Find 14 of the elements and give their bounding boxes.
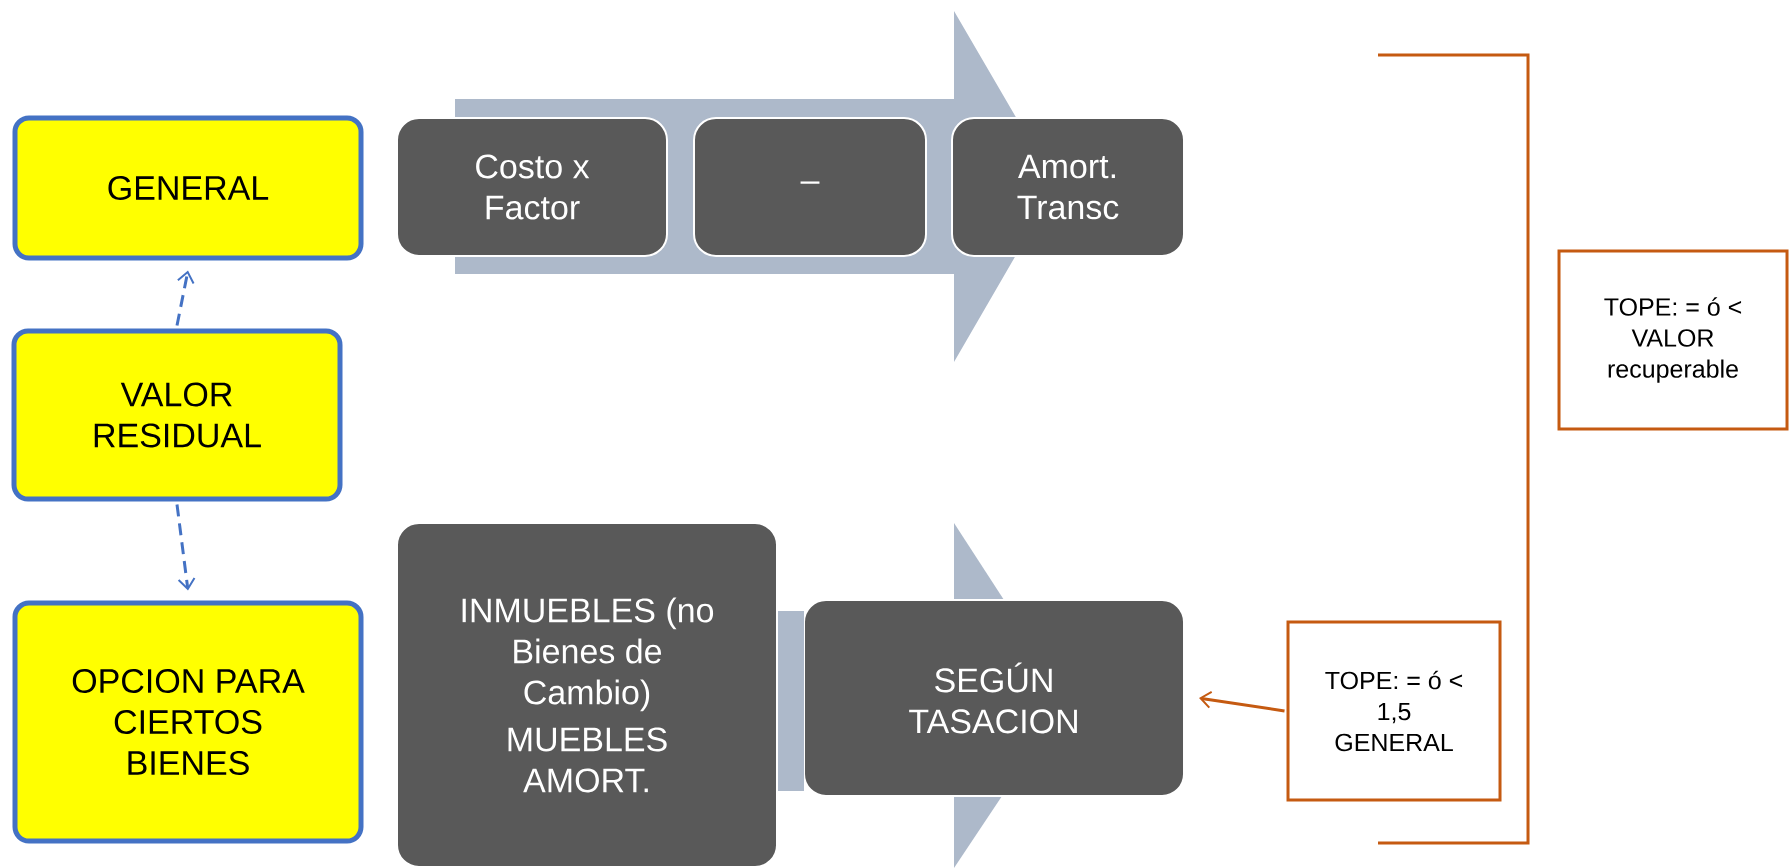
category-box: OPCION PARA CIERTOS BIENES	[12, 600, 364, 844]
arrow	[1199, 690, 1285, 713]
note-box: TOPE: = ó < VALOR recuperable	[1557, 249, 1789, 431]
process-box: Costo x Factor	[396, 117, 668, 257]
arrow	[175, 270, 195, 326]
arrow	[175, 504, 196, 591]
block-arrow	[778, 611, 804, 791]
process-box: SEGÚN TASACION	[803, 599, 1185, 797]
process-box: INMUEBLES (no Bienes de Cambio) MUEBLES AMORT.	[396, 522, 778, 868]
category-box: VALOR RESIDUAL	[11, 328, 343, 502]
process-box: Amort. Transc	[951, 117, 1185, 257]
category-box: GENERAL	[12, 115, 364, 261]
note-box: TOPE: = ó < 1,5 GENERAL	[1286, 620, 1502, 802]
process-box: –	[693, 117, 927, 257]
